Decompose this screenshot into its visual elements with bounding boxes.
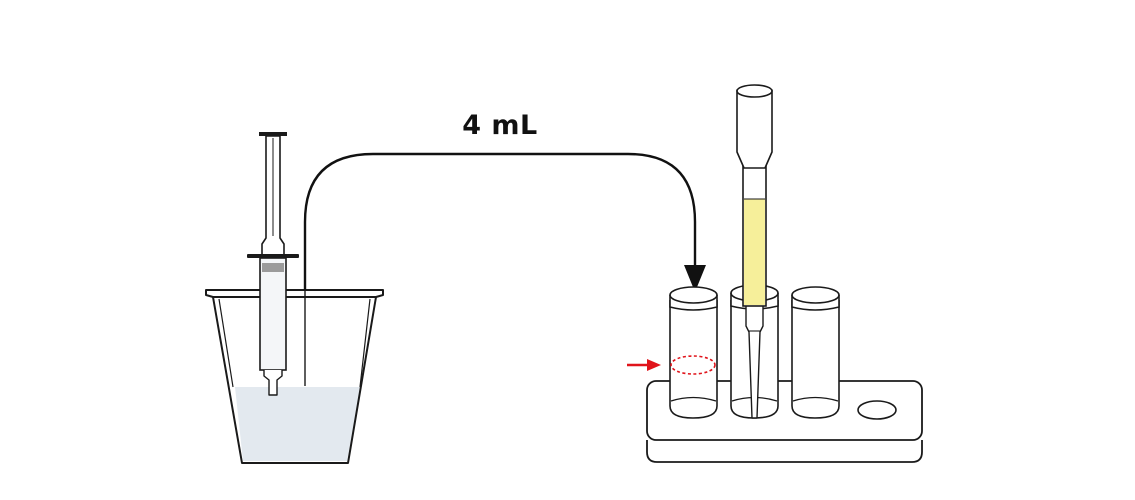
rack-base — [646, 440, 923, 463]
plunger-stopper — [262, 263, 284, 272]
pipette-bulb-top — [736, 84, 773, 98]
syringe-barrel — [259, 257, 287, 371]
red-arrow-icon — [627, 359, 661, 371]
beaker-icon — [205, 289, 384, 464]
syringe-flange — [247, 254, 299, 258]
fill-level-marker — [670, 355, 716, 375]
pipette-bulb — [736, 89, 773, 169]
receiving-tube — [669, 286, 718, 419]
pipette-stem — [745, 305, 764, 419]
beaker-inner-wall — [218, 298, 371, 388]
syringe-tip — [263, 370, 283, 396]
pipette-icon — [736, 84, 773, 419]
curved-arrow-icon — [303, 152, 706, 386]
beaker-body — [212, 296, 377, 464]
beaker-liquid — [235, 387, 361, 461]
pipette-liquid — [744, 199, 765, 305]
transfer-volume-label: 4 mL — [462, 110, 538, 141]
plunger-cap — [259, 132, 287, 136]
tube-3-bottom-line — [792, 396, 839, 402]
empty-tube — [791, 286, 840, 419]
syringe-icon — [247, 132, 299, 396]
tube-1-cap-top — [669, 286, 718, 304]
beaker-rim — [205, 289, 384, 298]
rack-empty-hole — [857, 400, 897, 420]
tube-3-body — [791, 300, 840, 419]
tube-3-cap-top — [791, 286, 840, 304]
tube-1-bottom-line — [670, 396, 717, 402]
transfer-arrow-head — [684, 265, 706, 292]
tube-1-body — [669, 300, 718, 419]
transfer-path — [303, 152, 697, 290]
